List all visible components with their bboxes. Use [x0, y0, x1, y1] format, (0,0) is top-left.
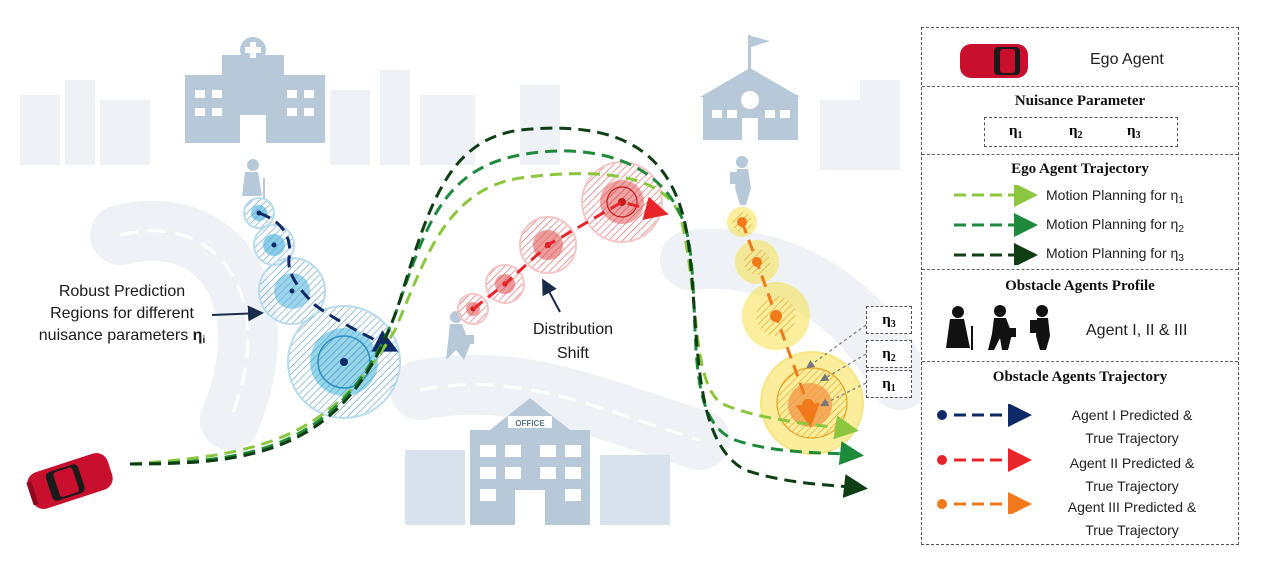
- robust-label-line1: Robust Prediction: [58, 283, 186, 300]
- robust-label-line2: Regions for different: [50, 305, 194, 322]
- ego-trajectory-eta3: [129, 126, 868, 498]
- robust-label-line3: nuisance parameters ηi: [38, 327, 206, 346]
- distribution-shift-label: Distribution Shift: [518, 318, 628, 366]
- eta2-box: η2: [866, 340, 912, 368]
- legend-motion-planning-eta1: Motion Planning for η1: [1046, 187, 1184, 206]
- agent2-trajectory: [472, 196, 669, 311]
- agent1-region-2: [253, 224, 295, 266]
- legend-nuisance-params-box: η1 η2 η3: [984, 117, 1178, 147]
- legend-motion-planning-eta2: Motion Planning for η2: [1046, 216, 1184, 235]
- agent3-prediction-regions: [727, 207, 864, 455]
- robust-prediction-label: Robust Prediction Regions for different …: [22, 281, 222, 352]
- scene-canvas: OFFICE: [20, 35, 920, 525]
- agent1-region-3: [258, 257, 326, 325]
- legend-section-obstacle-profile: Obstacle Agents Profile Agent I, II & II…: [922, 269, 1238, 361]
- legend-agent2-trajectory-label: Agent II Predicted &True Trajectory: [1069, 455, 1195, 494]
- office-sign-text: OFFICE: [515, 419, 545, 428]
- agent3-region-4: [760, 351, 864, 455]
- ego-trajectory-eta2: [129, 149, 864, 466]
- backpack-pedestrian-icon: [730, 156, 751, 205]
- shift-label-line2: Shift: [556, 345, 589, 362]
- eta3-box: η3: [866, 306, 912, 334]
- office-building-icon: [405, 398, 670, 525]
- ego-trajectory-eta1: [129, 172, 859, 466]
- legend-section-ego-trajectory: Ego Agent Trajectory Motion Planning for…: [922, 154, 1238, 269]
- legend-elderly-pedestrian-icon: [946, 306, 973, 350]
- eta1-box: η1: [866, 370, 912, 398]
- legend-motion-planning-eta3: Motion Planning for η3: [1046, 245, 1184, 264]
- legend-briefcase-pedestrian-icon: [988, 305, 1016, 350]
- legend-section-nuisance: Nuisance Parameter η1 η2 η3: [922, 86, 1238, 154]
- road-lane-markings: [119, 229, 701, 442]
- city-skyline-background: [20, 70, 900, 170]
- legend-profile-label: Agent I, II & III: [1086, 322, 1188, 339]
- ego-trajectories: [129, 126, 868, 498]
- legend-profile-title: Obstacle Agents Profile: [1005, 278, 1155, 294]
- legend-ego-agent-label: Ego Agent: [1090, 51, 1164, 68]
- robust-region-callout-arrow: [211, 305, 264, 322]
- hospital-building-icon: [185, 37, 325, 143]
- shift-label-line1: Distribution: [532, 321, 614, 338]
- eta1-pointer: [819, 382, 867, 407]
- legend-obs-traj-lines: [937, 404, 1032, 514]
- school-building-icon: [700, 35, 800, 140]
- agent1-trajectory: [258, 211, 399, 352]
- legend-ego-traj-title: Ego Agent Trajectory: [1011, 161, 1149, 177]
- legend-eta1: η1: [1009, 123, 1023, 141]
- distribution-shift-callout-arrow: [542, 278, 561, 313]
- ego-car-icon: [26, 453, 113, 509]
- agent2-prediction-regions: [457, 161, 669, 325]
- legend-agent3-trajectory-label: Agent III Predicted &True Trajectory: [1067, 499, 1197, 538]
- legend-backpack-pedestrian-icon: [1030, 305, 1050, 350]
- legend-ego-traj-lines: [954, 185, 1038, 265]
- legend-eta2: η2: [1069, 123, 1083, 141]
- legend-nuisance-title: Nuisance Parameter: [1014, 93, 1146, 109]
- eta2-pointer: [819, 353, 867, 382]
- legend-eta3: η3: [1127, 123, 1141, 141]
- legend-section-obstacle-trajectory: Obstacle Agents Trajectory Agent I Predi…: [922, 361, 1238, 544]
- agent1-prediction-regions: [243, 197, 401, 419]
- legend-obs-traj-title: Obstacle Agents Trajectory: [992, 369, 1168, 385]
- legend-ego-car-icon: [960, 44, 1028, 78]
- legend-pedestrian-icons: [946, 305, 1050, 350]
- elderly-pedestrian-icon: [242, 159, 265, 200]
- agent2-region-4: [581, 161, 663, 243]
- legend-panel: Ego Agent Nuisance Parameter η1 η2 η3 Eg…: [921, 27, 1239, 545]
- agent3-trajectory: [740, 221, 820, 428]
- legend-agent1-trajectory-label: Agent I Predicted &True Trajectory: [1071, 407, 1193, 446]
